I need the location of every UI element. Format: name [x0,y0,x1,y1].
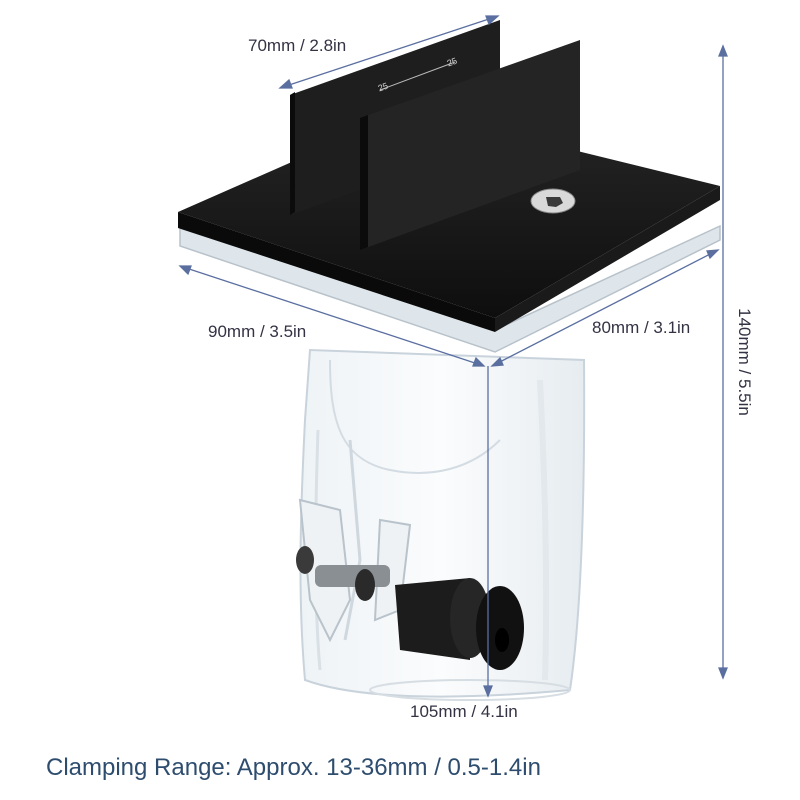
right-depth-line [491,249,719,367]
bottom-diameter-label: 105mm / 4.1in [410,702,518,721]
dimension-lines [178,15,728,698]
height-label: 140mm / 5.5in [734,308,754,416]
top-width-label: 70mm / 2.8in [248,36,347,55]
right-depth-label: 80mm / 3.1in [592,318,691,337]
left-depth-line [179,265,485,367]
hex-screw [530,188,576,214]
clamping-range-caption: Clamping Range: Approx. 13-36mm / 0.5-1.… [46,754,541,781]
left-depth-label: 90mm / 3.5in [208,322,307,341]
guide-fences [290,20,580,250]
clamp-assembly [296,498,412,643]
top-width-line [279,15,499,89]
